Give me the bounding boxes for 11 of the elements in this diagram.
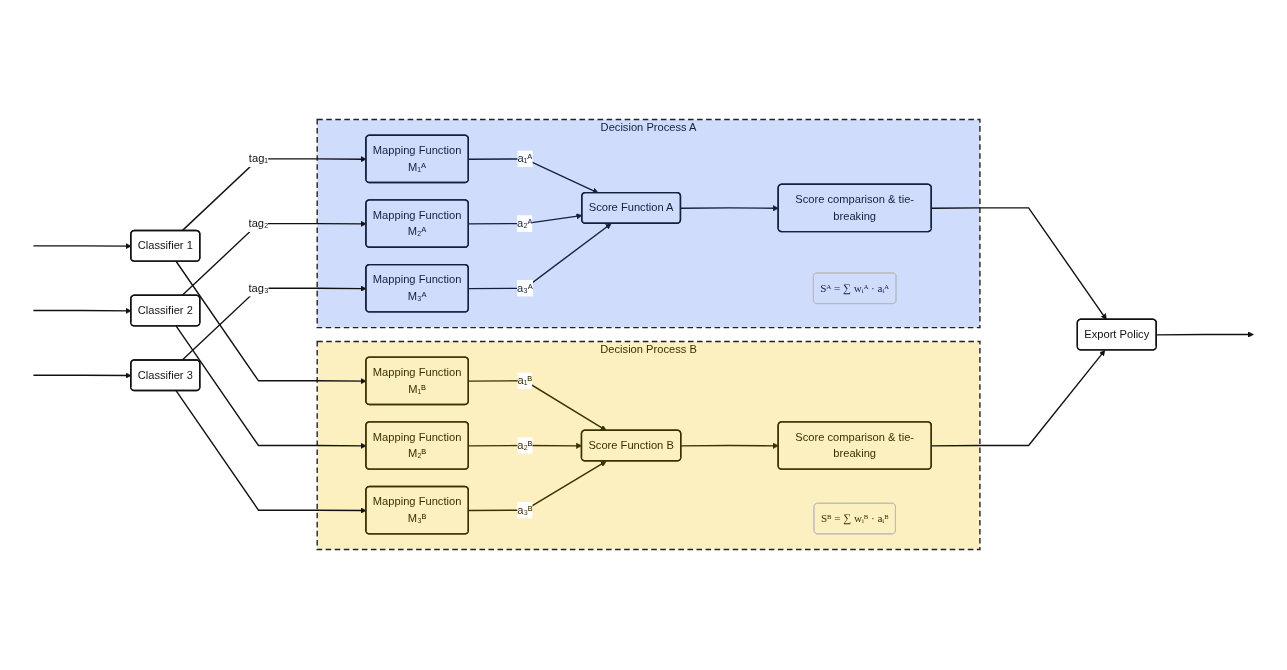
edge-label: a₃ᴮ: [517, 504, 533, 517]
arrow: [680, 205, 779, 212]
edge-label: tag₂: [248, 217, 269, 230]
edge-label: a₂ᴮ: [517, 439, 533, 452]
edge-label: tag₃: [248, 282, 269, 295]
edge-label: a₁ᴬ: [517, 153, 533, 165]
edge-label: a₃ᴬ: [516, 282, 533, 295]
edge-label: a₁ᴮ: [517, 375, 533, 387]
arrow: [680, 443, 779, 450]
edge-label: tag₁: [248, 153, 269, 165]
edge-label: a₂ᴬ: [517, 217, 533, 230]
